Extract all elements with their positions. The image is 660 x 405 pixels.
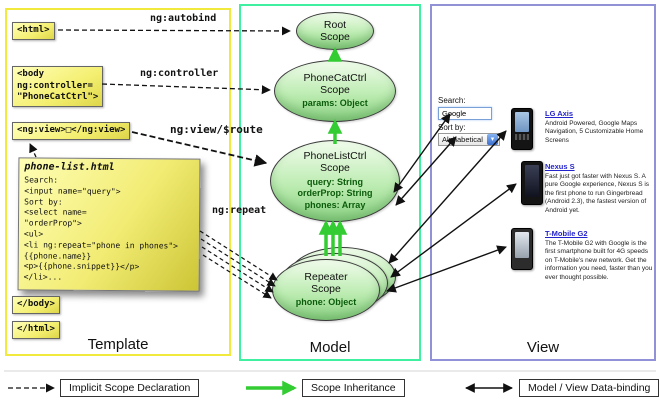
phone-nexus-desc: Fast just got faster with Nexus S. A pur… (545, 173, 650, 214)
phone-lg-link[interactable]: LG Axis (545, 109, 574, 118)
sort-select[interactable]: Alphabetical ▾ (438, 133, 500, 146)
phone-screen (525, 165, 539, 197)
phone-lg-desc: Android Powered, Google Maps Navigation,… (545, 120, 644, 144)
phone-image-nexus (521, 161, 543, 205)
legend-binding-box: Model / View Data-binding (519, 379, 660, 397)
repeater-scope-props: phone: Object (295, 297, 357, 308)
phone-screen (515, 232, 529, 258)
phonecat-scope-ellipse: PhoneCatCtrl Scope params: Object (274, 60, 396, 122)
html-close-tag-box: </html> (12, 321, 60, 339)
legend-inheritance-box: Scope Inheritance (302, 379, 405, 397)
view-label: View (526, 339, 560, 356)
ng-controller-label: ng:controller (140, 68, 219, 79)
sort-select-value: Alphabetical (442, 135, 483, 144)
ng-autobind-label: ng:autobind (150, 13, 217, 24)
ngview-tag-box: <ng:view>□</ng:view> (12, 122, 131, 140)
phone-image-lg (511, 108, 533, 150)
html-open-tag-box: <html> (12, 22, 55, 40)
phonelist-scope-props: query: String orderProp: String phones: … (297, 176, 373, 210)
phone-nexus-link[interactable]: Nexus S (545, 162, 575, 171)
sortby-label: Sort by: (438, 123, 466, 132)
root-scope-ellipse: Root Scope (296, 12, 374, 50)
repeater-scope-title: Repeater Scope (304, 271, 348, 296)
phone-list-template-note: phone-list.html Search: <input name="que… (17, 157, 201, 292)
model-label: Model (309, 339, 351, 356)
repeater-scope-ellipse-front: Repeater Scope phone: Object (272, 259, 380, 321)
body-open-tag-box: <body ng:controller= "PhoneCatCtrl"> (12, 66, 104, 108)
phone-g2-link[interactable]: T-Mobile G2 (545, 229, 588, 238)
phonelist-scope-title: PhoneListCtrl Scope (303, 150, 367, 175)
note-title: phone-list.html (24, 161, 115, 174)
search-label: Search: (438, 96, 466, 105)
dropdown-arrow-icon: ▾ (487, 134, 498, 145)
root-scope-title: Root Scope (320, 18, 350, 43)
note-code: Search: <input name="query"> Sort by: <s… (23, 175, 179, 282)
body-close-tag-box: </body> (12, 296, 60, 314)
template-label: Template (87, 336, 149, 353)
ng-repeat-label: ng:repeat (212, 205, 267, 216)
search-input[interactable] (438, 107, 492, 120)
phone-keypad (515, 134, 529, 140)
phone-g2-desc: The T-Mobile G2 with Google is the first… (545, 240, 653, 281)
phone-image-g2 (511, 228, 533, 270)
ng-view-route-label: ng:view/$route (170, 123, 263, 136)
phone-screen (515, 112, 529, 132)
phonelist-scope-ellipse: PhoneListCtrl Scope query: String orderP… (270, 140, 400, 222)
legend-implicit-box: Implicit Scope Declaration (60, 379, 200, 397)
phonecat-scope-title: PhoneCatCtrl Scope (303, 72, 367, 97)
phonecat-scope-props: params: Object (302, 98, 368, 109)
